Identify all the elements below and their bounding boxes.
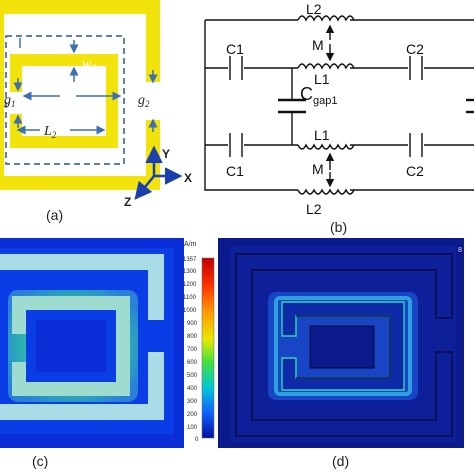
cbar-tick: 900: [187, 321, 198, 327]
L2-label: L2: [43, 124, 57, 140]
cbar-tick: 1100: [183, 295, 197, 301]
circuit-outer-loop: [204, 19, 474, 191]
outer-ring-left: [0, 0, 4, 190]
colorbar-unit: A/m: [184, 241, 197, 248]
label-C1-bottom: C1: [226, 163, 244, 179]
caption-b: (b): [330, 219, 347, 235]
coil-L2-top: [297, 15, 355, 22]
cbar-tick: 100: [187, 425, 198, 431]
cbar-tick: 700: [187, 347, 198, 353]
panel-c: [0, 238, 215, 448]
cbar-tick: 300: [187, 399, 198, 405]
coil-L2-bottom: [297, 188, 355, 195]
cbar-tick: 0: [195, 437, 199, 443]
cbar-tick: 1200: [183, 282, 197, 288]
cbar-tick: 500: [187, 373, 198, 379]
panel-a: w2 g1 aavg g2 L2 Y X Z (a): [0, 0, 192, 223]
caption-a: (a): [46, 207, 63, 223]
w2-label: w2: [82, 57, 96, 73]
colorbar-labels: A/m 1357 1300 1200 1100 1000 900 800 700…: [32, 241, 199, 469]
cbar-tick: 400: [187, 386, 198, 392]
label-C2-top: C2: [406, 41, 424, 57]
colorbar: [201, 257, 215, 439]
coil-L1-bottom: [297, 143, 355, 150]
inner-ring: [10, 54, 118, 148]
label-C1-top: C1: [226, 41, 244, 57]
x-axis-label: X: [184, 171, 192, 185]
g1-label: g1: [4, 93, 16, 109]
avg-contour: [5, 35, 125, 165]
z-axis-arrow: [134, 175, 155, 200]
cbar-tick: 1000: [183, 308, 197, 314]
label-M-top: M: [312, 37, 324, 53]
caption-d: (d): [332, 453, 349, 469]
aavg-label: aavg: [46, 93, 66, 109]
label-M-bottom: M: [312, 161, 324, 177]
label-L2-top: L2: [306, 1, 322, 17]
label-L1-bottom: L1: [314, 127, 330, 143]
label-Cgap: Cgap1: [300, 84, 337, 107]
outer-ring: [0, 0, 160, 190]
label-C2-bottom: C2: [406, 163, 424, 179]
z-axis-label: Z: [124, 195, 131, 209]
cbar-tick: 1357: [183, 257, 197, 263]
panel-d: 8 (d): [218, 238, 464, 469]
cbar-tick: 1300: [183, 269, 197, 275]
panel-b-labels: L2 M L1 C1 C2 Cgap1 C1 C2 L1 M L2 (b): [226, 1, 424, 235]
caption-c: (c): [32, 453, 48, 469]
label-L1-top: L1: [314, 71, 330, 87]
cbar-tick: 600: [187, 360, 198, 366]
panel-b: [204, 15, 474, 195]
coil-L1-top: [297, 63, 355, 70]
label-L2-bottom: L2: [306, 201, 322, 217]
panel-d-corner-text: 8: [458, 247, 462, 254]
cbar-tick: 800: [187, 334, 198, 340]
cbar-tick: 200: [187, 412, 198, 418]
y-axis-label: Y: [162, 147, 170, 161]
g2-label: g2: [138, 93, 150, 109]
